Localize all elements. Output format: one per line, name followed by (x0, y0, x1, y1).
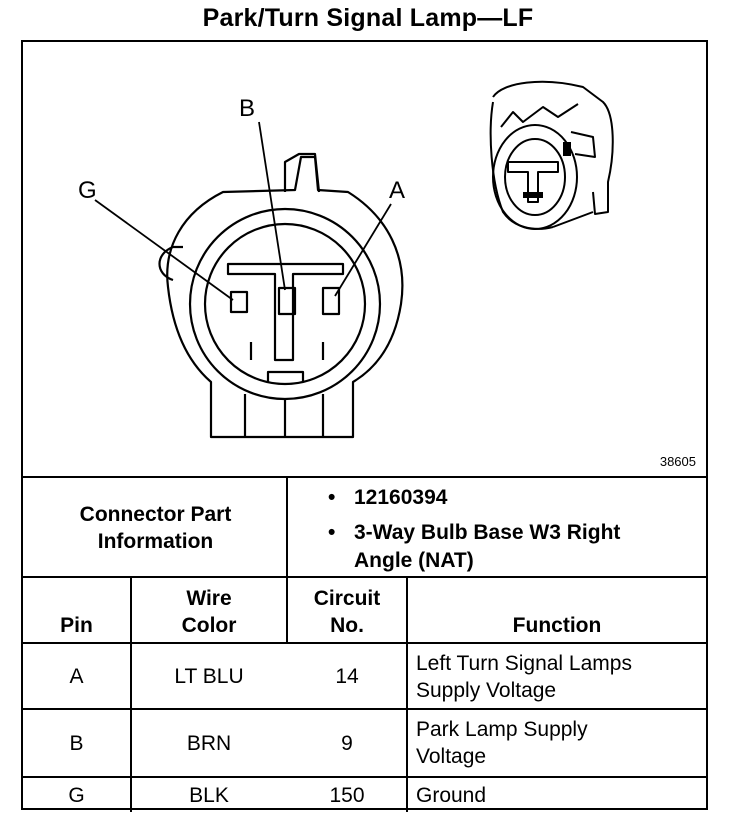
header-line: Wire (186, 587, 232, 610)
pin-b-terminal (277, 286, 297, 316)
function-line: Supply Voltage (416, 679, 557, 702)
circuit-cell: 14 (335, 665, 359, 688)
divider (130, 576, 132, 812)
leader-line-b (258, 121, 286, 291)
divider (286, 476, 288, 644)
socket-inner-ring (203, 222, 367, 386)
function-line: Park Lamp Supply (416, 718, 588, 741)
divider (23, 476, 706, 478)
bullet: • (328, 521, 336, 544)
leader-line-g (94, 199, 234, 301)
socket-ring (188, 207, 382, 401)
function-line: Left Turn Signal Lamps (416, 652, 632, 675)
connector-info-text: Angle (NAT) (354, 549, 474, 572)
pin-g-label: G (78, 177, 97, 204)
divider (23, 708, 706, 710)
connector-illustration: B G A (78, 80, 614, 439)
pin-cell: B (69, 732, 84, 755)
figure-number: 38605 (659, 454, 696, 469)
circuit-cell: 9 (341, 732, 353, 755)
column-header-function: Function (512, 614, 602, 637)
connector-info-text: 3-Way Bulb Base W3 Right (354, 521, 621, 544)
connector-info-header-line: Connector Part (79, 503, 232, 526)
function-cell: Left Turn Signal Lamps Supply Voltage (416, 650, 704, 704)
connector-info-header: Connector Part Information (23, 480, 288, 576)
header-line: Circuit (313, 587, 381, 610)
divider (23, 642, 706, 644)
page-title: Park/Turn Signal Lamp—LF (202, 4, 534, 32)
connector-info-item: • 3-Way Bulb Base W3 Right Angle (NAT) (328, 519, 698, 575)
connector-housing (166, 155, 404, 439)
divider (23, 776, 706, 778)
top-tab (283, 152, 321, 193)
connector-diagram: B G A 38605 (23, 42, 706, 478)
header-line: Color (181, 614, 237, 637)
bullet: • (328, 486, 336, 509)
pin-cell: G (68, 784, 85, 807)
header-line: No. (330, 614, 364, 637)
socket-perspective-view (489, 80, 614, 230)
column-header-wire-color: Wire Color (132, 585, 286, 639)
function-line: Voltage (416, 745, 487, 768)
pin-b-label: B (239, 95, 255, 122)
connector-info-header-line: Information (97, 530, 214, 553)
function-cell: Park Lamp Supply Voltage (416, 716, 704, 770)
divider (406, 576, 408, 812)
column-header-circuit: Circuit No. (288, 585, 406, 639)
connector-info-item: • 12160394 (328, 484, 698, 512)
connector-info-text: 12160394 (354, 486, 448, 509)
pin-a-terminal (321, 286, 341, 316)
wire-color-cell: BRN (186, 732, 232, 755)
leader-line-a (334, 203, 392, 297)
divider (23, 576, 706, 578)
column-header-pin: Pin (60, 614, 93, 637)
pin-cell: A (69, 665, 84, 688)
function-cell: Ground (416, 784, 487, 807)
wire-color-cell: LT BLU (174, 665, 244, 688)
pin-a-label: A (389, 177, 405, 204)
pin-g-terminal (229, 290, 249, 314)
connector-info-list: • 12160394 • 3-Way Bulb Base W3 Right An… (328, 484, 698, 575)
circuit-cell: 150 (329, 784, 365, 807)
connector-sheet: B G A 38605 Connector Part Information •… (21, 40, 708, 812)
wire-color-cell: BLK (189, 784, 229, 807)
housing-ear (158, 245, 183, 282)
center-divider (226, 262, 345, 362)
